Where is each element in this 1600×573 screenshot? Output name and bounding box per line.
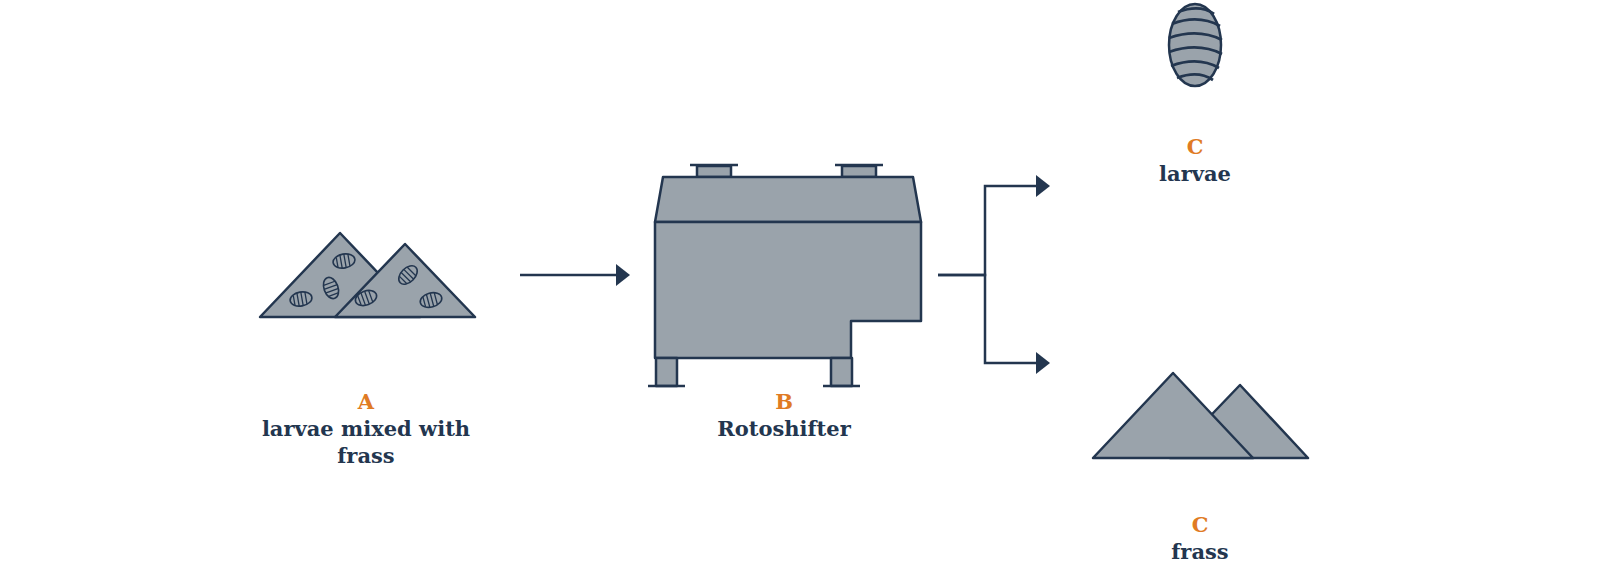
flow-arrow (938, 275, 1050, 374)
diagram-node: Clarvae (1050, 0, 1340, 195)
callout-letter: A (254, 388, 479, 415)
callout-letter: C (1070, 511, 1330, 538)
callout-letter: C (1065, 133, 1325, 160)
diagram-node: BRotoshifter (630, 155, 938, 455)
diagram-node: Alarvae mixed with frass (212, 225, 520, 475)
mixed-pile (260, 233, 475, 317)
flow-arrow (938, 175, 1050, 275)
node-caption: Cfrass (1050, 511, 1350, 565)
part-name: larvae mixed with frass (254, 415, 479, 469)
node-caption: Alarvae mixed with frass (212, 388, 520, 469)
part-name: frass (1070, 538, 1330, 565)
rotoshifter-machine (648, 165, 921, 386)
larvae-in-pile (289, 252, 443, 309)
diagram-node: Cfrass (1050, 368, 1350, 569)
callout-letter: B (644, 388, 924, 415)
node-caption: BRotoshifter (630, 388, 938, 442)
part-name: larvae (1065, 160, 1325, 187)
larva-icon (1169, 4, 1222, 86)
frass-pile (1093, 373, 1308, 458)
node-caption: Clarvae (1050, 133, 1340, 187)
part-name: Rotoshifter (644, 415, 924, 442)
flow-arrow (520, 264, 630, 286)
